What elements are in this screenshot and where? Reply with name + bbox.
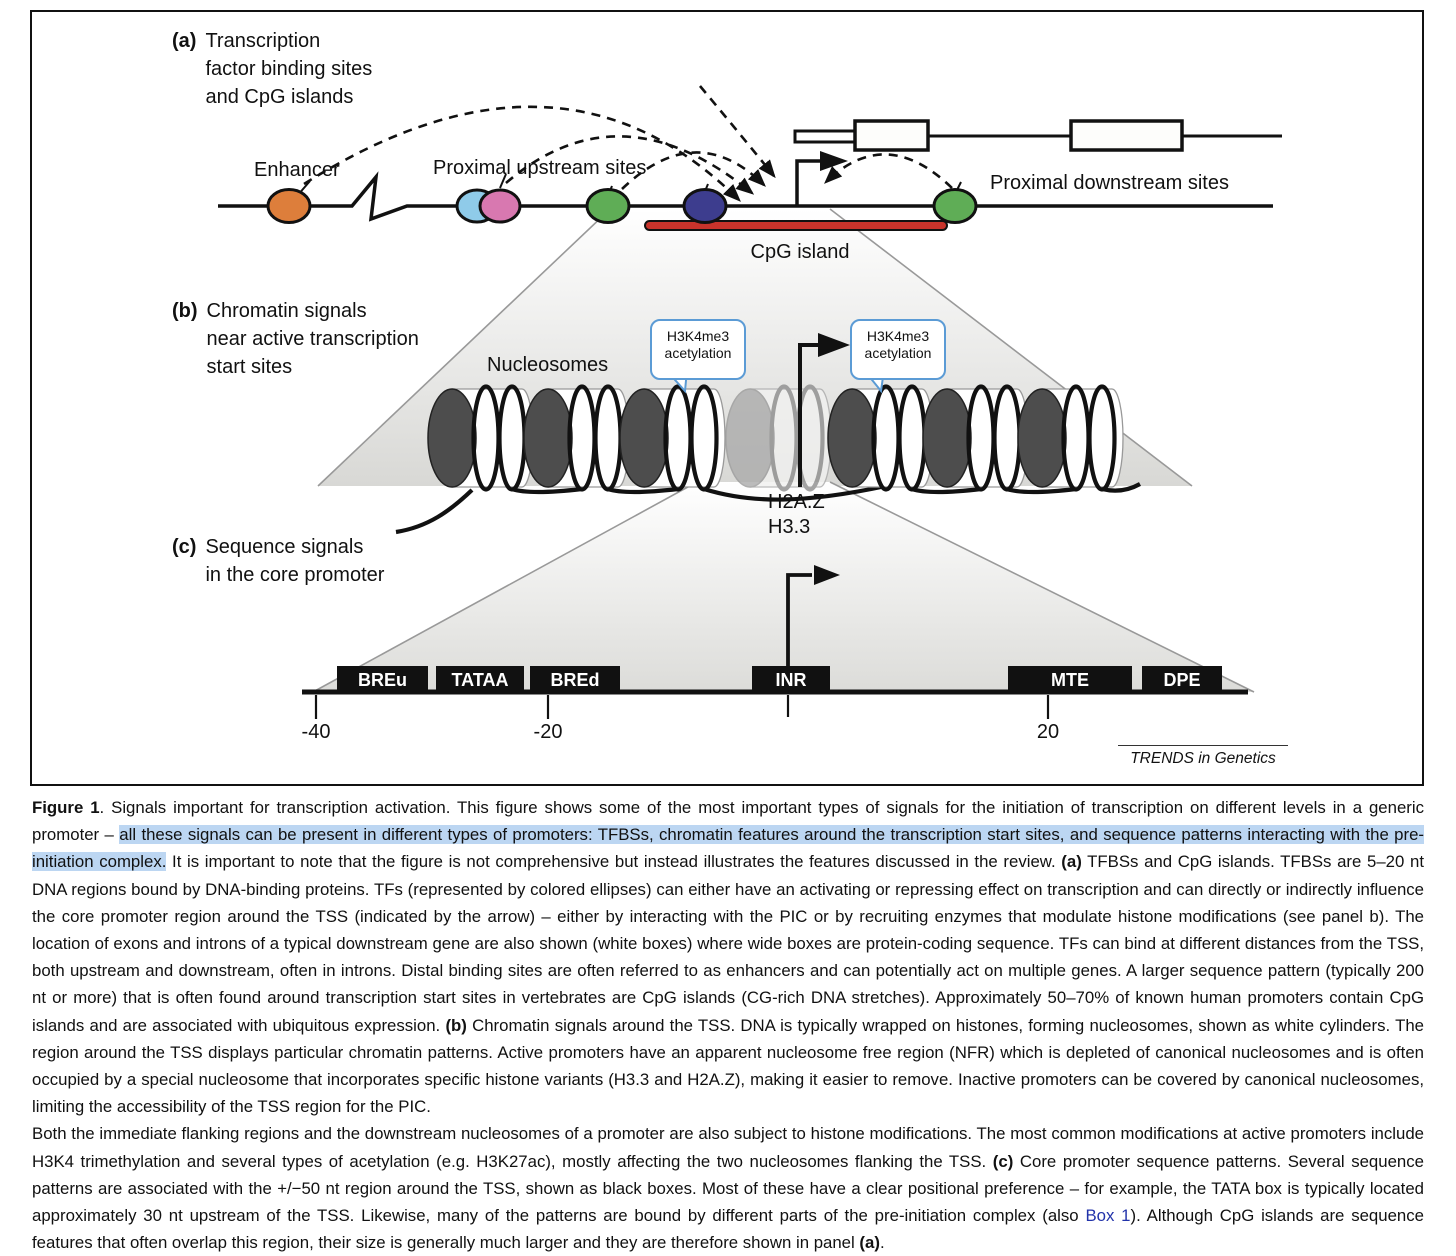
panel-a-title: (a) Transcription factor binding sites a… <box>172 27 372 111</box>
panel-a-ref: (a) <box>1061 852 1082 872</box>
panel-c-title-text: Sequence signals in the core promoter <box>205 536 385 586</box>
proximal-downstream-label: Proximal downstream sites <box>990 172 1229 194</box>
enhancer-label: Enhancer <box>254 159 340 181</box>
panel-a-tag: (a) <box>172 30 197 52</box>
caption-text: TFBSs and CpG islands. TFBSs are 5–20 nt… <box>32 852 1424 1035</box>
proximal-upstream-label: Proximal upstream sites <box>433 157 647 179</box>
panel-b-title: (b) Chromatin signals near active transc… <box>172 297 419 381</box>
tick-label-plus20: 20 <box>1036 721 1060 743</box>
panel-b-ref: (b) <box>445 1015 467 1035</box>
caption-paragraph-2: Both the immediate flanking regions and … <box>32 1120 1424 1256</box>
figure-caption: Figure 1. Signals important for transcri… <box>32 794 1425 1256</box>
tick-label-minus40: -40 <box>301 721 331 743</box>
figure-number: Figure 1 <box>32 798 100 817</box>
panel-b-title-text: Chromatin signals near active transcript… <box>206 300 419 378</box>
core-element-tataa: TATAA <box>436 666 524 694</box>
core-element-bred: BREd <box>530 666 620 694</box>
journal-name: TRENDS in Genetics <box>1118 745 1288 768</box>
caption-text: Both the immediate flanking regions and … <box>32 1124 1424 1171</box>
panel-c-title: (c) Sequence signals in the core promote… <box>172 533 384 589</box>
panel-c-tag: (c) <box>172 536 197 558</box>
panel-a-ref-2: (a) <box>859 1233 880 1253</box>
caption-text: Core promoter sequence patterns. Several… <box>32 1151 1424 1226</box>
panel-a-title-text: Transcription factor binding sites and C… <box>205 30 373 108</box>
box1-link[interactable]: Box 1 <box>1085 1206 1131 1226</box>
cpg-island-label: CpG island <box>750 241 850 263</box>
histone-variant-label: H2A.Z H3.3 <box>768 491 825 538</box>
caption-text: Chromatin signals around the TSS. DNA is… <box>32 1015 1424 1117</box>
tick-label-minus20: -20 <box>533 721 563 743</box>
caption-text: It is important to note that the figure … <box>166 852 1062 872</box>
caption-text: . <box>879 1233 885 1253</box>
caption-text: . Signals important for transcription ac… <box>32 798 1424 845</box>
nucleosomes-label: Nucleosomes <box>487 354 609 376</box>
core-element-breu: BREu <box>337 666 428 694</box>
core-element-mte: MTE <box>1008 666 1132 694</box>
panel-c-ref: (c) <box>992 1151 1014 1171</box>
core-element-dpe: DPE <box>1142 666 1222 694</box>
histone-mark-bubble-right: H3K4me3 acetylation <box>850 319 946 380</box>
panel-b-tag: (b) <box>172 300 198 322</box>
histone-mark-bubble-left: H3K4me3 acetylation <box>650 319 746 380</box>
core-element-inr: INR <box>752 666 830 694</box>
caption-paragraph-1: Figure 1. Signals important for transcri… <box>32 794 1425 1120</box>
